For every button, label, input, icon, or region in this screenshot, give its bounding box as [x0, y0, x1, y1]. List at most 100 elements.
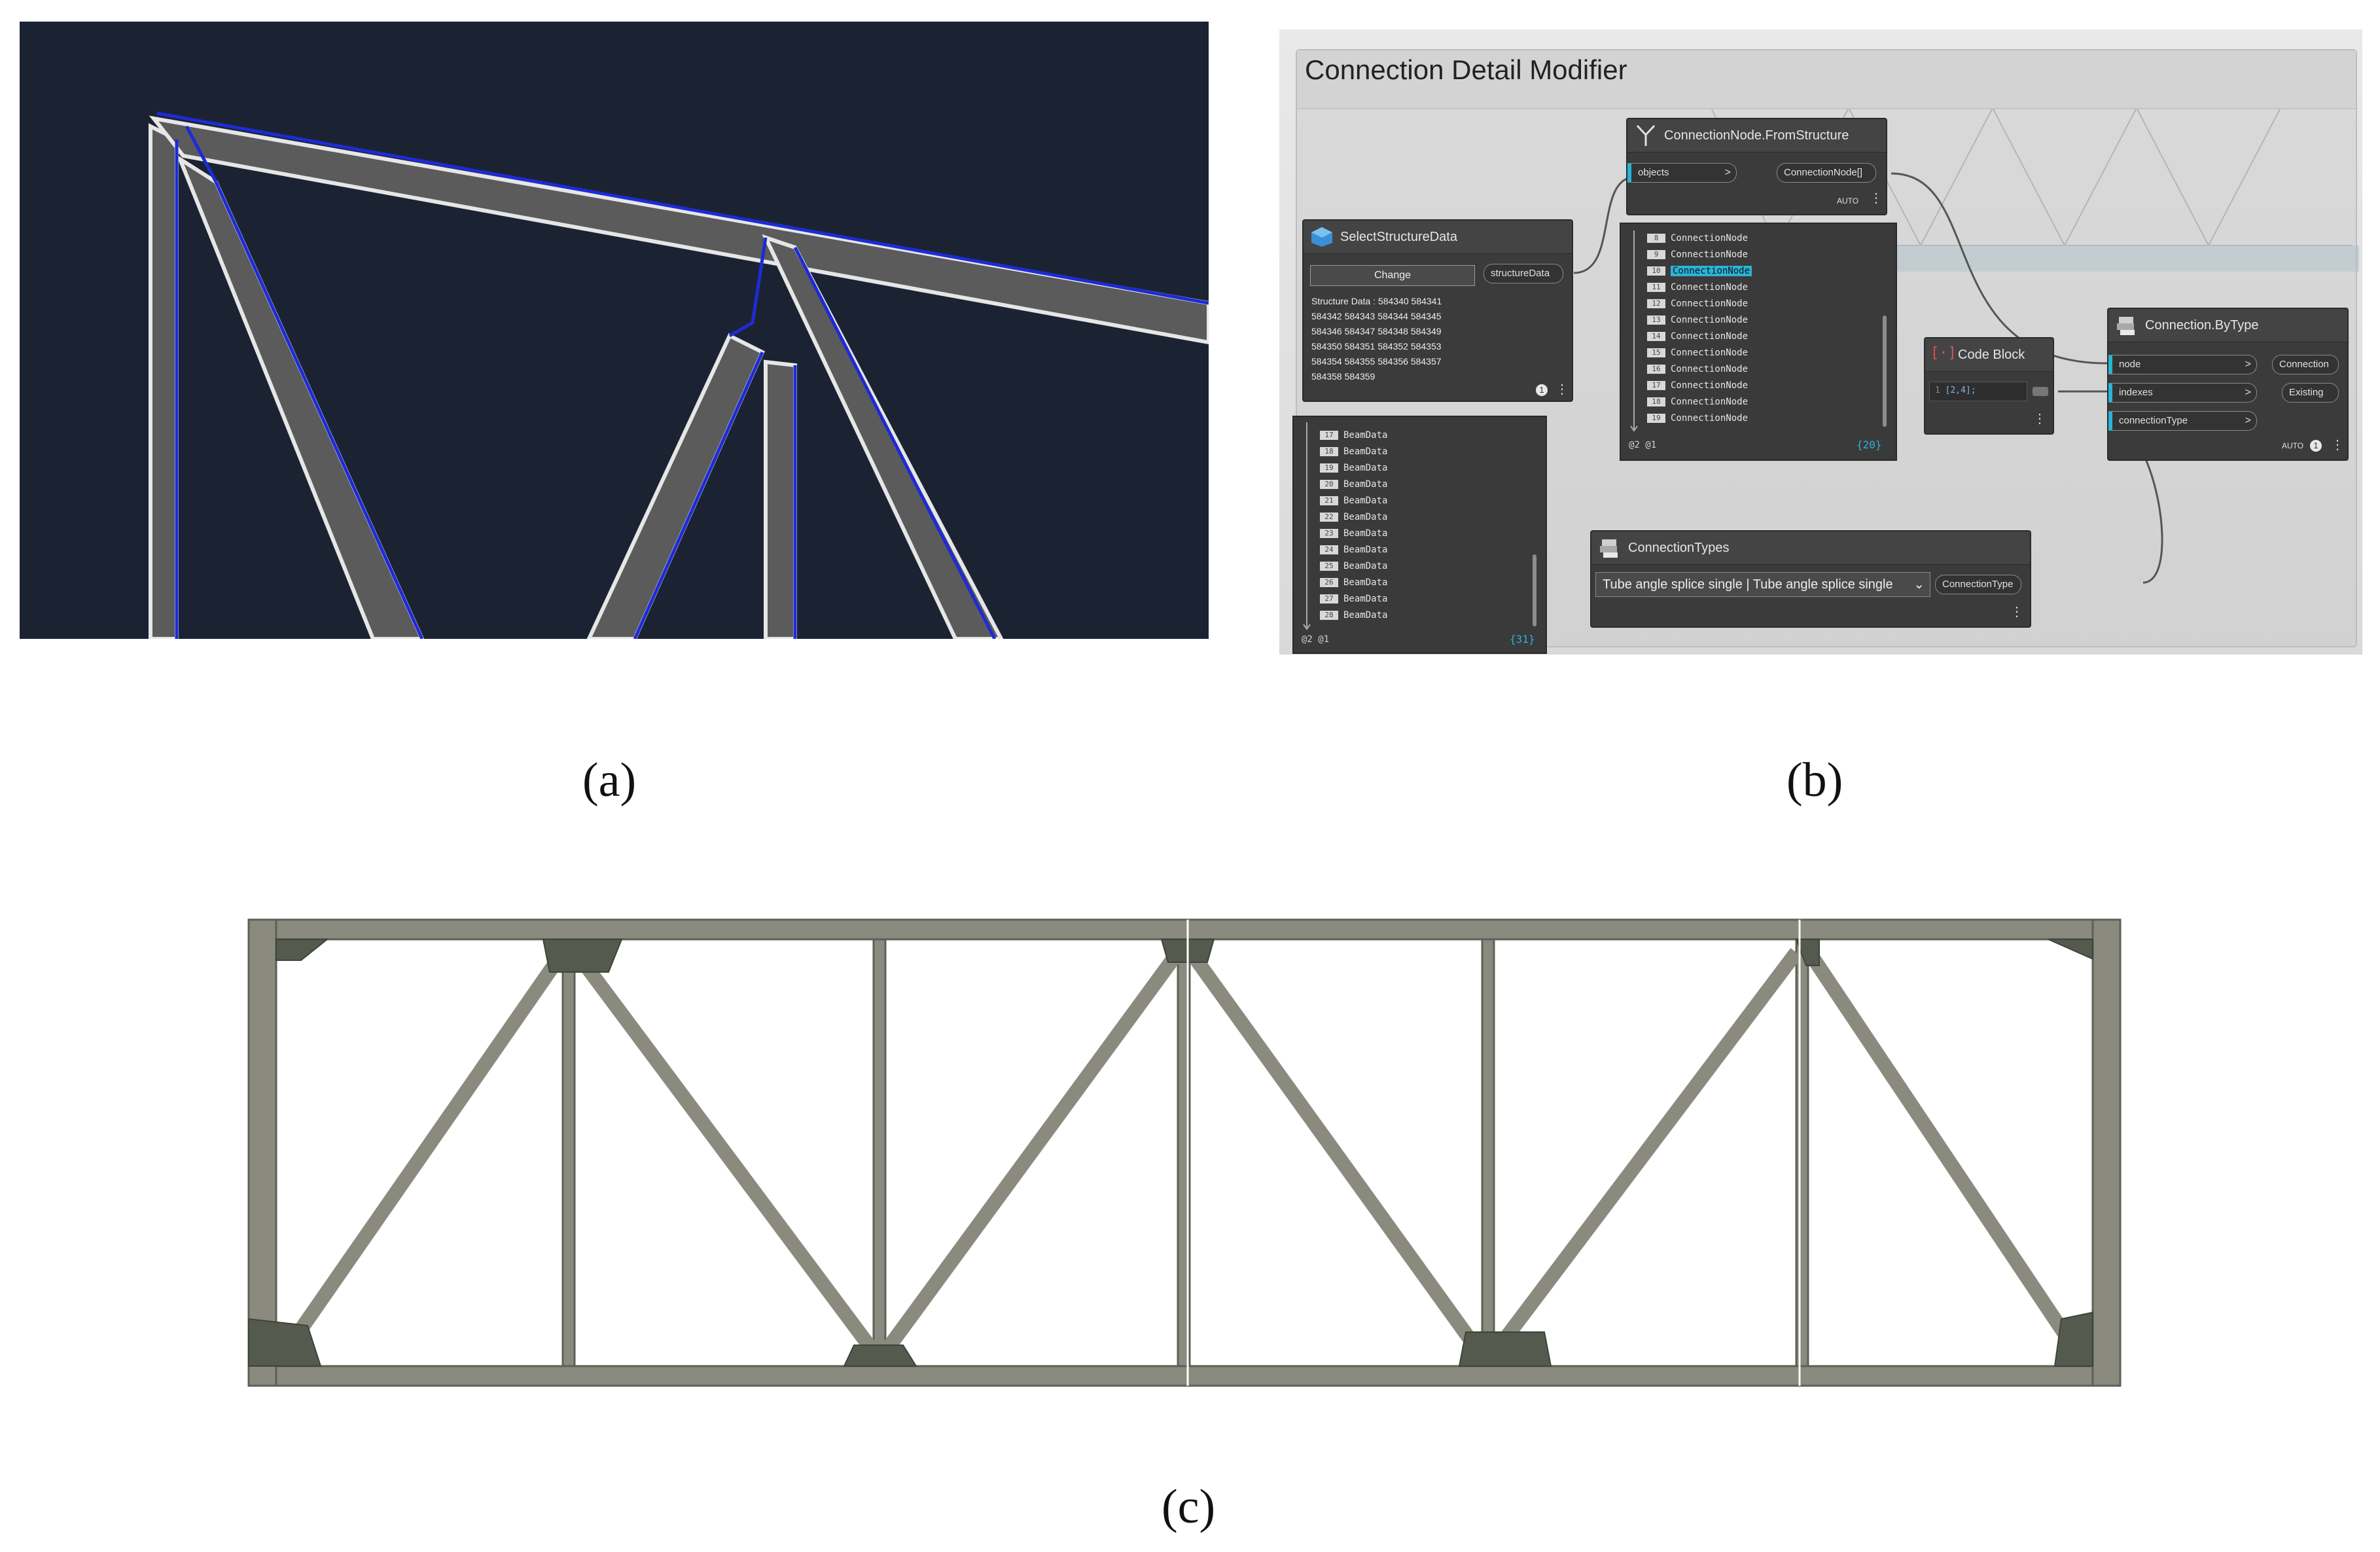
node-code-block[interactable]: [·] Code Block 1 [2,4]; ⋮: [1924, 337, 2054, 435]
list-index: 9: [1647, 250, 1665, 259]
port-label: connectionType: [2119, 415, 2188, 426]
list-item: 24 BeamData: [1320, 545, 1387, 560]
dynamo-canvas[interactable]: Connection Detail Modifier SelectStructu…: [1279, 29, 2362, 655]
port-label: node: [2119, 359, 2141, 370]
vertical: [561, 938, 576, 1367]
list-index: 28: [1320, 611, 1338, 620]
list-bracket-icon: [1303, 422, 1311, 630]
output-port-existing[interactable]: Existing: [2282, 383, 2339, 403]
list-index: 12: [1647, 299, 1665, 308]
input-port-indexes[interactable]: indexes >: [2108, 383, 2257, 403]
caption-c: (c): [1162, 1480, 1216, 1534]
list-index: 26: [1320, 578, 1338, 587]
node-title: Code Block: [1958, 348, 2025, 362]
list-scrollbar[interactable]: [1533, 554, 1536, 626]
list-index: 19: [1320, 463, 1338, 473]
dropdown-value: Tube angle splice single | Tube angle sp…: [1603, 577, 1893, 592]
list-index: 14: [1647, 332, 1665, 341]
node-select-structure-data[interactable]: SelectStructureData Change structureData…: [1302, 219, 1573, 402]
node-header[interactable]: SelectStructureData: [1304, 221, 1572, 254]
list-index: 11: [1647, 283, 1665, 292]
truss-wireframe: [149, 111, 1209, 639]
list-item-label: ConnectionNode: [1671, 397, 1749, 407]
port-label: indexes: [2119, 387, 2153, 398]
list-index: 19: [1647, 414, 1665, 423]
list-index: 20: [1320, 480, 1338, 489]
more-icon[interactable]: ⋮: [2010, 605, 2023, 619]
top-chord: [149, 115, 1209, 345]
top-chord: [247, 918, 2122, 941]
list-level-label: @2 @1: [1302, 634, 1330, 645]
list-item-label: ConnectionNode: [1671, 282, 1749, 293]
list-item: 9 ConnectionNode: [1647, 249, 1748, 265]
input-port-objects[interactable]: objects>: [1627, 163, 1737, 183]
list-index: 10: [1647, 266, 1665, 276]
chevron-right-icon: >: [2245, 415, 2251, 426]
list-item-label: ConnectionNode: [1671, 249, 1749, 260]
list-item-label: BeamData: [1343, 577, 1388, 588]
code-text: [2,4];: [1945, 386, 1976, 395]
output-port-connectiontype[interactable]: ConnectionType: [1935, 575, 2021, 594]
input-port-node[interactable]: node>: [2108, 355, 2257, 374]
list-index: 8: [1647, 234, 1665, 243]
list-item-label: BeamData: [1343, 545, 1388, 555]
node-header[interactable]: ConnectionNode.FromStructure: [1627, 119, 1886, 153]
code-editor[interactable]: 1 [2,4];: [1929, 382, 2027, 401]
output-port-structuredata[interactable]: structureData: [1483, 264, 1563, 283]
more-icon[interactable]: ⋮: [1870, 191, 1883, 206]
vertical: [872, 938, 887, 1367]
connection-type-dropdown[interactable]: Tube angle splice single | Tube angle sp…: [1595, 572, 1930, 597]
node-title: ConnectionNode.FromStructure: [1664, 128, 1849, 143]
list-item-label: ConnectionNode: [1671, 348, 1749, 358]
list-item-label: BeamData: [1343, 446, 1388, 457]
list-scrollbar[interactable]: [1883, 316, 1887, 427]
left-post: [149, 123, 179, 639]
list-item-label: BeamData: [1343, 430, 1388, 441]
list-item-label: ConnectionNode: [1671, 413, 1749, 424]
node-header[interactable]: Connection.ByType: [2108, 309, 2347, 342]
node-header[interactable]: ConnectionTypes: [1591, 532, 2030, 565]
list-item-label: BeamData: [1343, 479, 1388, 490]
node-title: SelectStructureData: [1340, 230, 1457, 244]
list-index: 24: [1320, 545, 1338, 554]
list-item: 19 ConnectionNode: [1647, 413, 1748, 429]
output-port-connection[interactable]: Connection: [2272, 355, 2339, 374]
change-button[interactable]: Change: [1310, 265, 1475, 286]
more-icon[interactable]: ⋮: [2331, 438, 2344, 452]
stack-icon: [2117, 317, 2135, 335]
group-header[interactable]: Connection Detail Modifier: [1297, 50, 2356, 109]
more-icon[interactable]: ⋮: [1555, 382, 1569, 397]
list-level-label: @2 @1: [1629, 440, 1657, 450]
wire-structure-to-objects: [1573, 175, 1637, 274]
node-connectionnode-fromstructure[interactable]: ConnectionNode.FromStructure objects> Co…: [1626, 118, 1887, 215]
list-index: 16: [1647, 365, 1665, 374]
lacing-label[interactable]: AUTO: [2282, 441, 2304, 450]
lacing-label[interactable]: AUTO: [1837, 196, 1859, 206]
more-icon[interactable]: ⋮: [2033, 412, 2046, 426]
list-item: 26 BeamData: [1320, 577, 1387, 593]
list-count: {31}: [1510, 633, 1535, 645]
input-port-connectiontype[interactable]: connectionType >: [2108, 411, 2257, 431]
node-connection-bytype[interactable]: Connection.ByType node> indexes> connect…: [2107, 308, 2349, 461]
node-header[interactable]: [·] Code Block: [1925, 338, 2053, 372]
chevron-right-icon: >: [2245, 387, 2251, 398]
cube-icon: [1311, 227, 1332, 247]
info-icon[interactable]: 1: [2310, 440, 2322, 452]
output-port-code[interactable]: [2033, 387, 2048, 396]
info-icon[interactable]: 1: [1536, 384, 1548, 396]
selection-highlight: [156, 111, 1209, 639]
node-connectiontypes[interactable]: ConnectionTypes Tube angle splice single…: [1590, 530, 2031, 628]
list-item: 11 ConnectionNode: [1647, 282, 1748, 298]
list-item-label: BeamData: [1343, 463, 1388, 473]
output-port-connectionnodes[interactable]: ConnectionNode[]: [1777, 163, 1876, 183]
